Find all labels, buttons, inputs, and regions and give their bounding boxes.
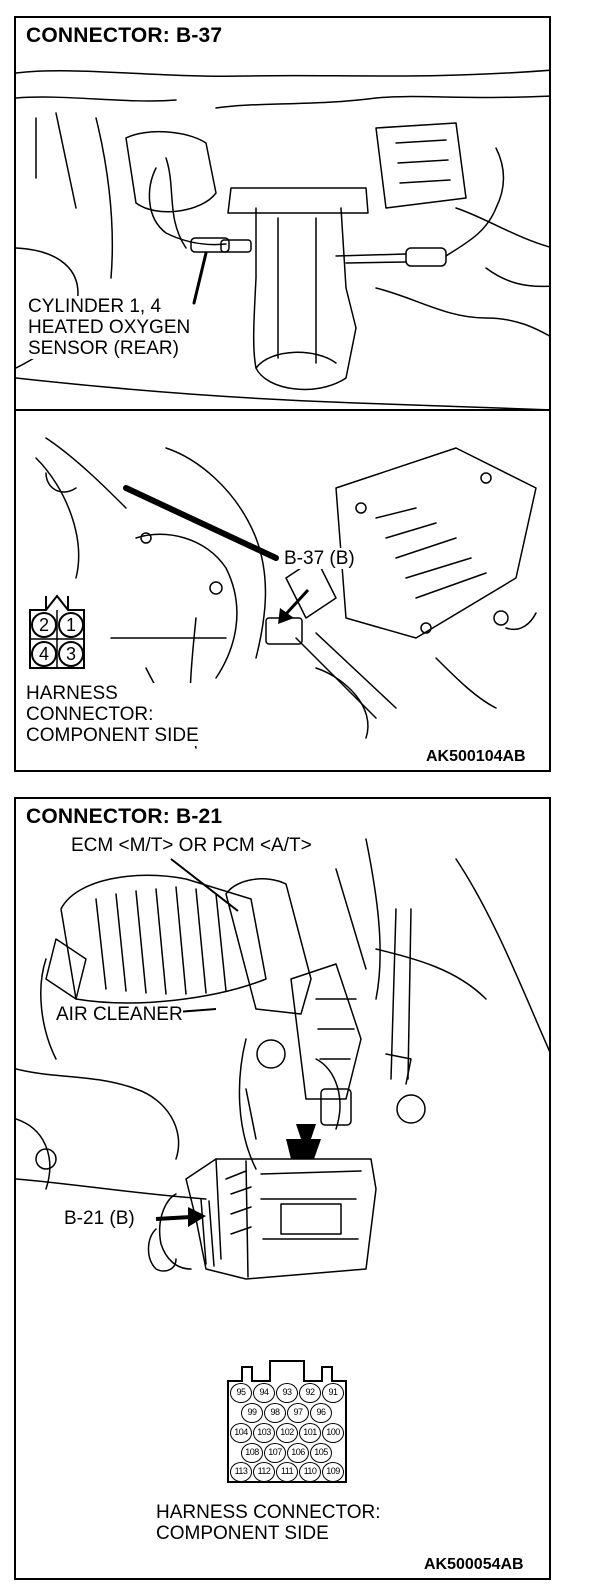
connector-pin: 103 bbox=[253, 1423, 275, 1443]
connector-pin: 98 bbox=[264, 1403, 286, 1423]
harness-label-line: HARNESS CONNECTOR: bbox=[156, 1502, 381, 1523]
ecm-connector-pin-diagram: 95 94 93 92 91 99 98 97 96 104 103 102 1… bbox=[226, 1359, 348, 1484]
figure-code: AK500104AB bbox=[426, 748, 526, 765]
connector-pin: 92 bbox=[299, 1383, 321, 1403]
connector-outline bbox=[29, 594, 85, 669]
harness-connector-label: HARNESS CONNECTOR: COMPONENT SIDE bbox=[156, 1502, 381, 1544]
connector-pin: 113 bbox=[230, 1462, 252, 1482]
harness-label-line: COMPONENT SIDE bbox=[156, 1523, 329, 1544]
connector-pin: 104 bbox=[230, 1423, 252, 1443]
panel-title: CONNECTOR: B-21 bbox=[26, 805, 227, 829]
sensor-label-line: HEATED OXYGEN bbox=[28, 317, 191, 338]
connector-pin: 105 bbox=[310, 1443, 332, 1463]
connector-pin: 96 bbox=[310, 1403, 332, 1423]
ecm-label: ECM <M/T> OR PCM <A/T> bbox=[71, 835, 312, 856]
sensor-label: CYLINDER 1, 4 HEATED OXYGEN SENSOR (REAR… bbox=[28, 296, 191, 359]
harness-connector-label: HARNESS CONNECTOR: COMPONENT SIDE bbox=[26, 683, 199, 746]
harness-label-line: CONNECTOR: bbox=[26, 704, 154, 725]
connector-pin: 95 bbox=[230, 1383, 252, 1403]
connector-pin: 1 bbox=[58, 612, 84, 638]
connector-pin: 91 bbox=[322, 1383, 344, 1403]
connector-callout: B-21 (B) bbox=[64, 1208, 135, 1229]
connector-pin: 111 bbox=[276, 1462, 298, 1482]
connector-pin: 93 bbox=[276, 1383, 298, 1403]
connector-pin: 101 bbox=[299, 1423, 321, 1443]
connector-pin: 102 bbox=[276, 1423, 298, 1443]
connector-pin: 109 bbox=[322, 1462, 344, 1482]
connector-pin: 94 bbox=[253, 1383, 275, 1403]
harness-label-line: COMPONENT SIDE bbox=[26, 725, 199, 746]
connector-pin: 99 bbox=[241, 1403, 263, 1423]
engine-bay-illustration-top bbox=[16, 69, 549, 749]
sensor-label-line: SENSOR (REAR) bbox=[28, 338, 179, 359]
air-cleaner-label: AIR CLEANER bbox=[56, 1004, 183, 1025]
connector-pin-diagram: 2 1 4 3 bbox=[28, 590, 86, 670]
connector-b21-panel: CONNECTOR: B-21 bbox=[14, 797, 551, 1580]
connector-pin: 100 bbox=[322, 1423, 344, 1443]
figure-code: AK500054AB bbox=[424, 1556, 524, 1573]
connector-pin: 97 bbox=[287, 1403, 309, 1423]
engine-bay-illustration-bottom bbox=[16, 838, 549, 1280]
panel-title: CONNECTOR: B-37 bbox=[26, 24, 227, 48]
connector-pin: 106 bbox=[287, 1443, 309, 1463]
connector-pin: 108 bbox=[241, 1443, 263, 1463]
connector-pin: 107 bbox=[264, 1443, 286, 1463]
ecm-connector-outline bbox=[227, 1360, 347, 1483]
connector-pin: 4 bbox=[31, 641, 57, 667]
connector-pin: 110 bbox=[299, 1462, 321, 1482]
harness-label-line: HARNESS bbox=[26, 683, 118, 704]
connector-pin: 3 bbox=[58, 641, 84, 667]
connector-b37-panel: CONNECTOR: B-37 bbox=[14, 16, 551, 772]
connector-callout: B-37 (B) bbox=[284, 548, 355, 569]
connector-pin: 2 bbox=[31, 612, 57, 638]
sensor-label-line: CYLINDER 1, 4 bbox=[28, 296, 162, 317]
connector-pin: 112 bbox=[253, 1462, 275, 1482]
